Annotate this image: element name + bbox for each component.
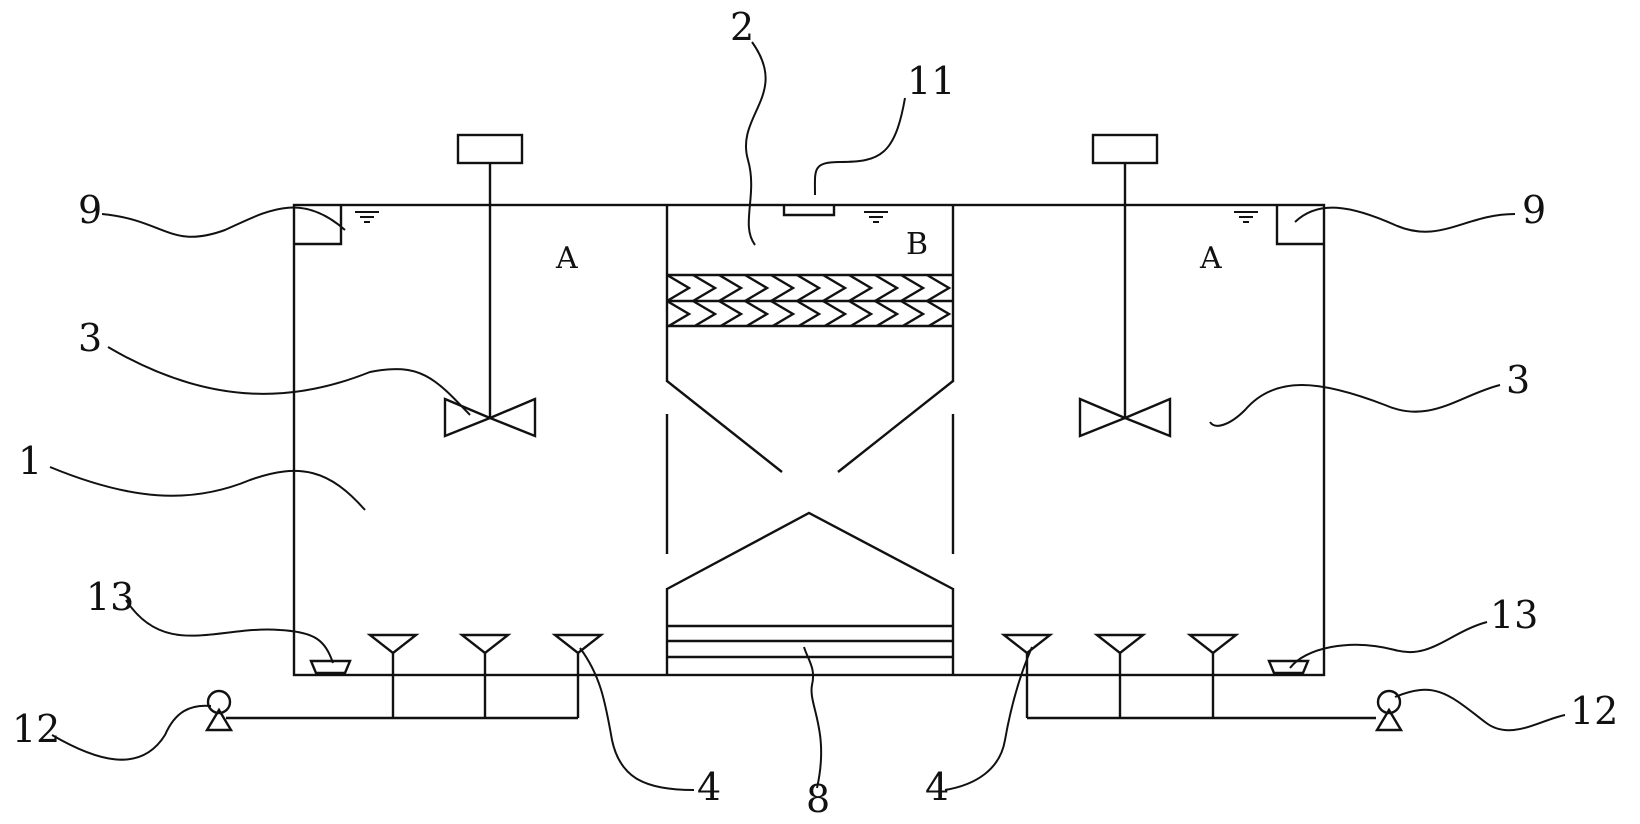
- label-tank-1: 1: [18, 439, 42, 483]
- label-overflow-left-9: 9: [78, 188, 102, 232]
- label-sludge-right-13: 13: [1490, 593, 1538, 637]
- wall-openings: [662, 382, 958, 588]
- label-overflow-right-9: 9: [1522, 188, 1546, 232]
- settling-hopper: [666, 380, 954, 591]
- sludge-collector-left: [309, 659, 352, 675]
- label-chamber-2: 2: [730, 5, 754, 49]
- mixer-right: [1078, 133, 1172, 438]
- sludge-plate-pack: [667, 624, 953, 659]
- label-pump-right-12: 12: [1570, 689, 1618, 733]
- inclined-plate-settler: [667, 273, 953, 328]
- label-pump-left-12: 12: [12, 707, 60, 751]
- zone-label-left: A: [555, 241, 578, 276]
- label-plate-pack-8: 8: [806, 777, 830, 821]
- overflow-box-right: [1275, 205, 1324, 246]
- label-mixer-right-3: 3: [1506, 358, 1530, 402]
- outlet-weir: [782, 205, 836, 217]
- aeration-diffusers-left: [226, 633, 605, 720]
- label-mixer-left-3: 3: [78, 316, 102, 360]
- water-level-icon: [355, 211, 1258, 223]
- pump-left: [204, 689, 234, 732]
- leader-lines: [49, 41, 1566, 791]
- zone-label-center: B: [906, 227, 928, 262]
- zone-label-right: A: [1199, 241, 1222, 276]
- tank-body: [292, 203, 1326, 677]
- mixer-left: [443, 133, 537, 438]
- label-outlet-weir-11: 11: [907, 59, 955, 103]
- overflow-box-left: [294, 205, 343, 246]
- label-diffuser-left-4: 4: [697, 765, 721, 809]
- pump-right: [1374, 689, 1404, 732]
- sludge-collector-right: [1267, 659, 1310, 675]
- label-diffuser-right-4: 4: [925, 765, 949, 809]
- aeration-diffusers-right: [1000, 633, 1376, 720]
- label-sludge-left-13: 13: [86, 575, 134, 619]
